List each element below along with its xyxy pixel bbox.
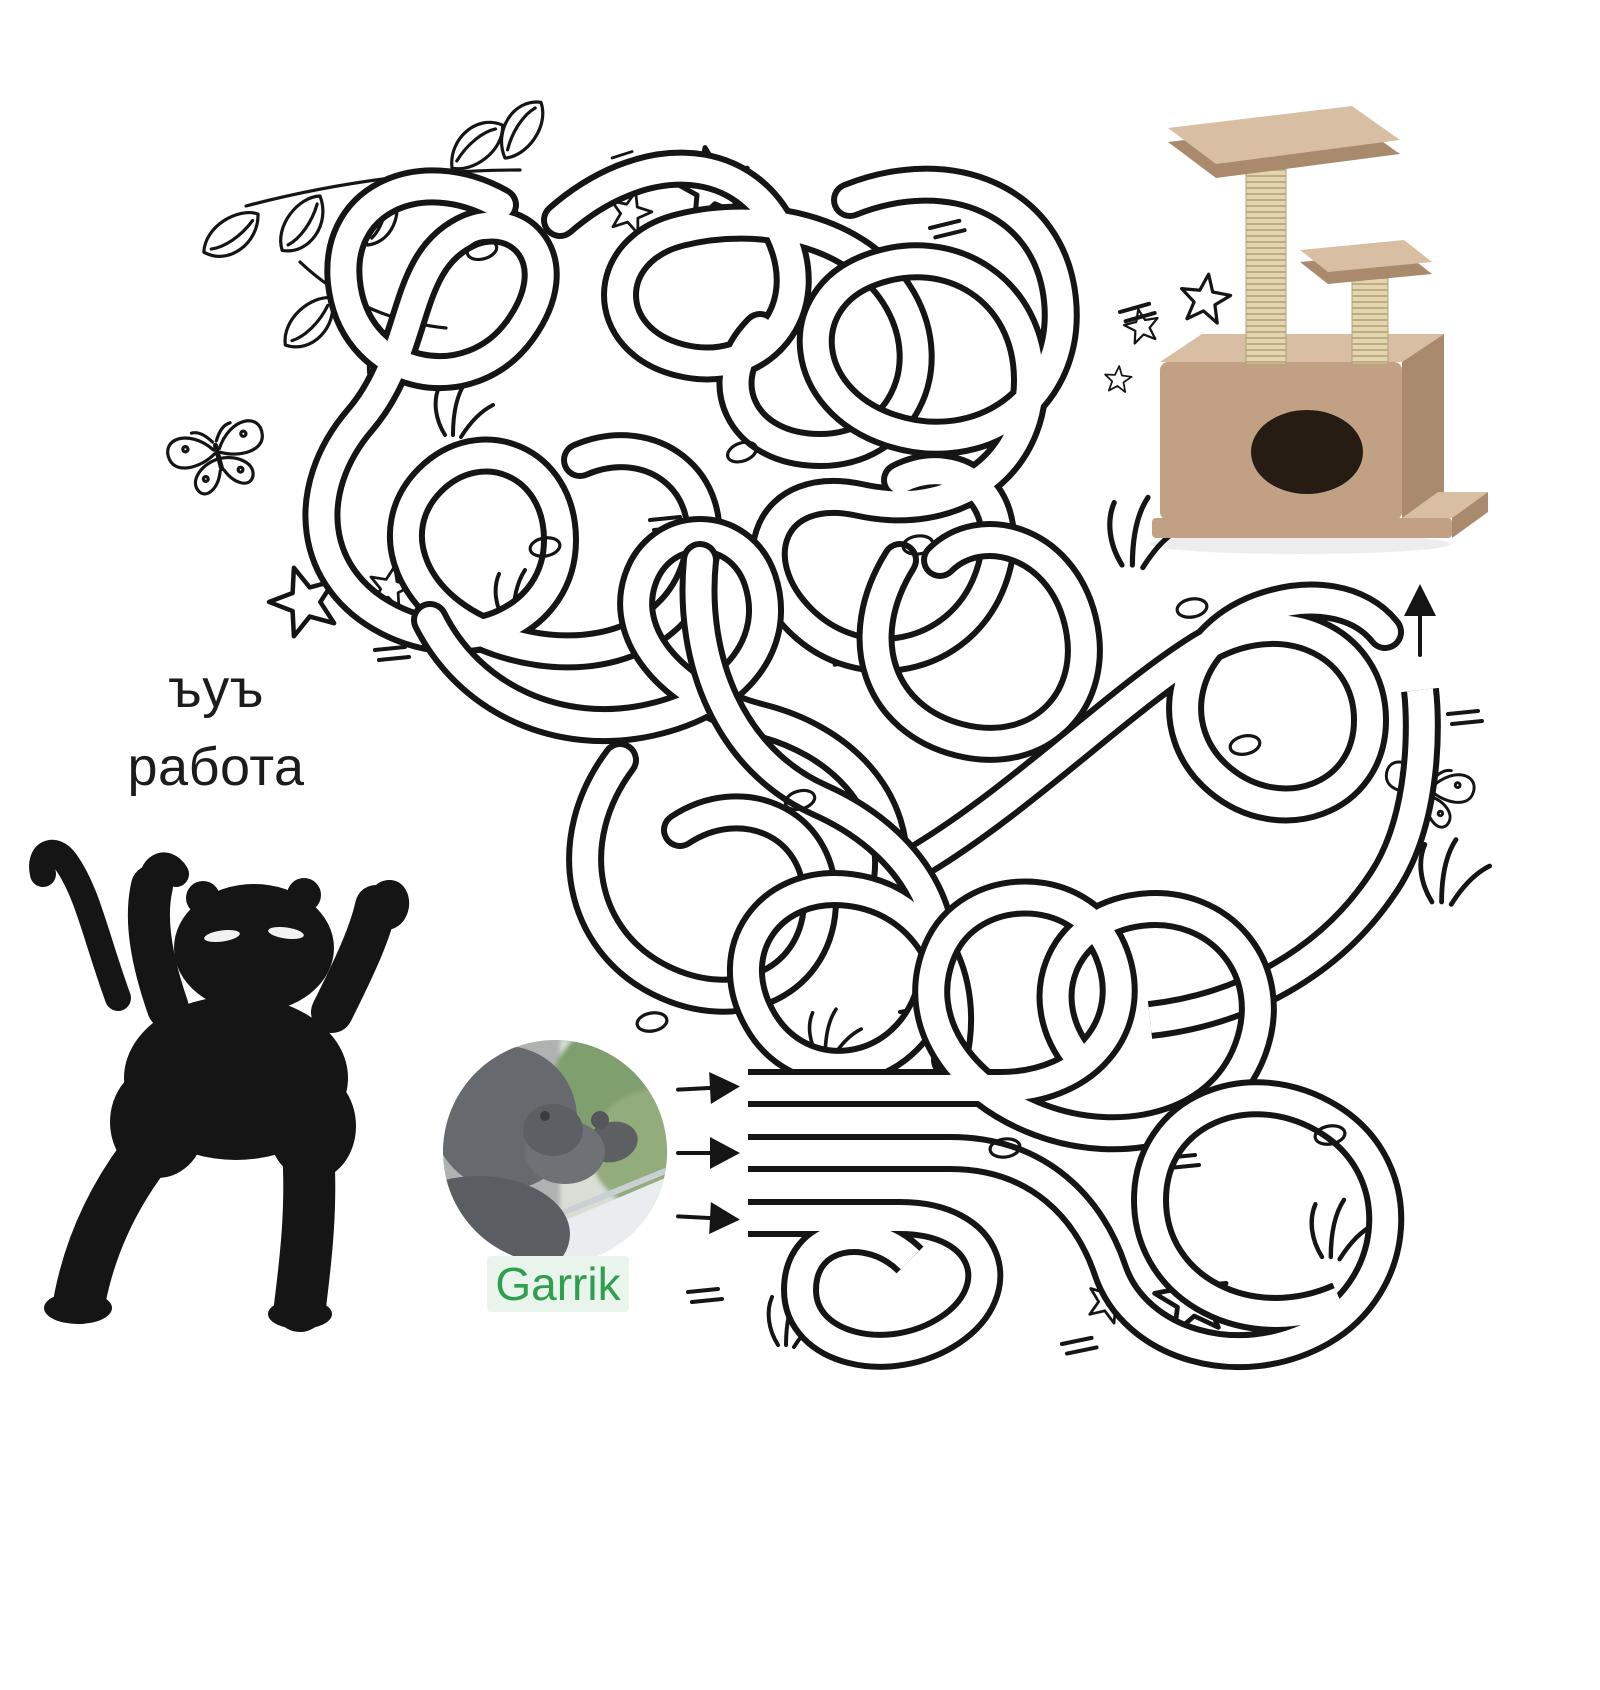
cat-eye-right: [268, 927, 304, 939]
caption: ъуъ работа: [30, 650, 402, 807]
entrance-arrows: [676, 584, 1436, 1234]
caption-line-2: работа: [127, 737, 305, 798]
entrance-arrow-2: [676, 1137, 740, 1169]
cat-eye-left: [204, 930, 240, 942]
avatar-name-wrap: Garrik: [443, 1256, 673, 1312]
butterfly-icon: [164, 415, 274, 500]
ring-marks: [465, 238, 1347, 1159]
entrance-arrow-3: [676, 1202, 740, 1234]
cat-tree-illustration: [1150, 106, 1488, 554]
maze-tangle: [302, 149, 1441, 1371]
caption-line-1: ъуъ: [168, 659, 264, 719]
black-cat-meme: [29, 840, 410, 1332]
avatar-name-label: Garrik: [487, 1256, 629, 1312]
entrance-arrow-1: [676, 1072, 740, 1104]
exit-arrow: [1404, 584, 1436, 657]
